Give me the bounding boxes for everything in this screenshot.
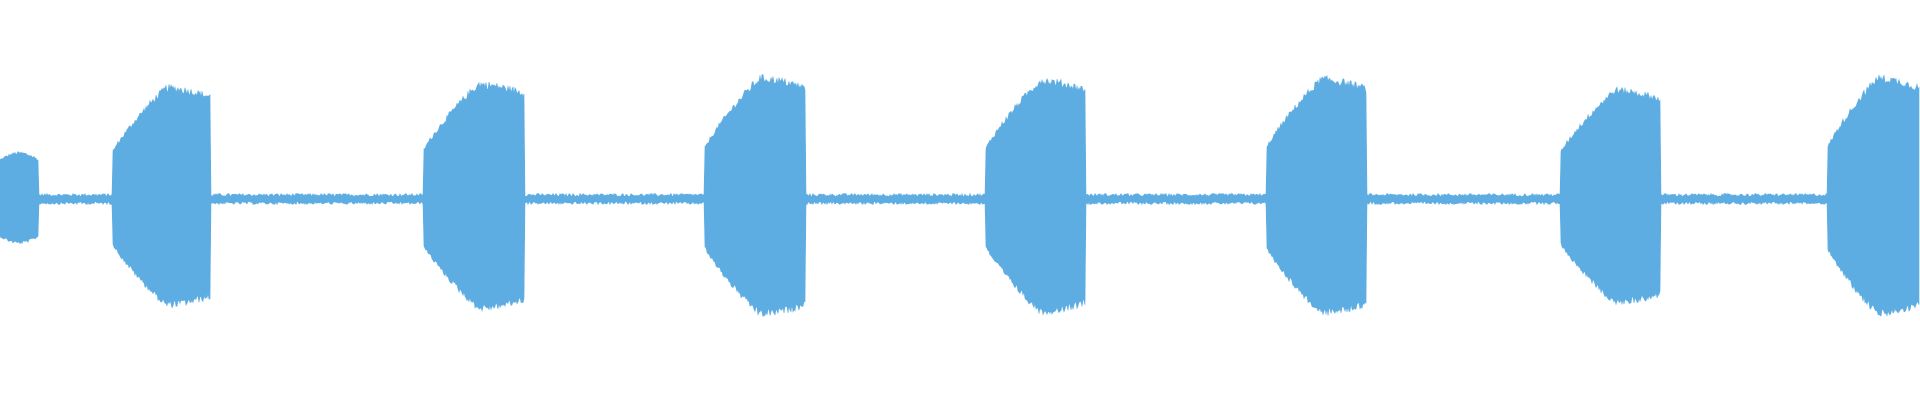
waveform-burst-6: [1266, 76, 1367, 316]
waveform-burst-4: [705, 75, 805, 317]
waveform-burst-1: [0, 152, 39, 244]
waveform-burst-7: [1560, 87, 1660, 304]
waveform-burst-3: [423, 82, 524, 311]
waveform-burst-2: [112, 84, 211, 307]
waveform-group: [0, 74, 1920, 317]
waveform-burst-8: [1827, 75, 1919, 316]
waveform-shape: [0, 74, 1920, 317]
waveform-burst-5: [986, 79, 1086, 315]
